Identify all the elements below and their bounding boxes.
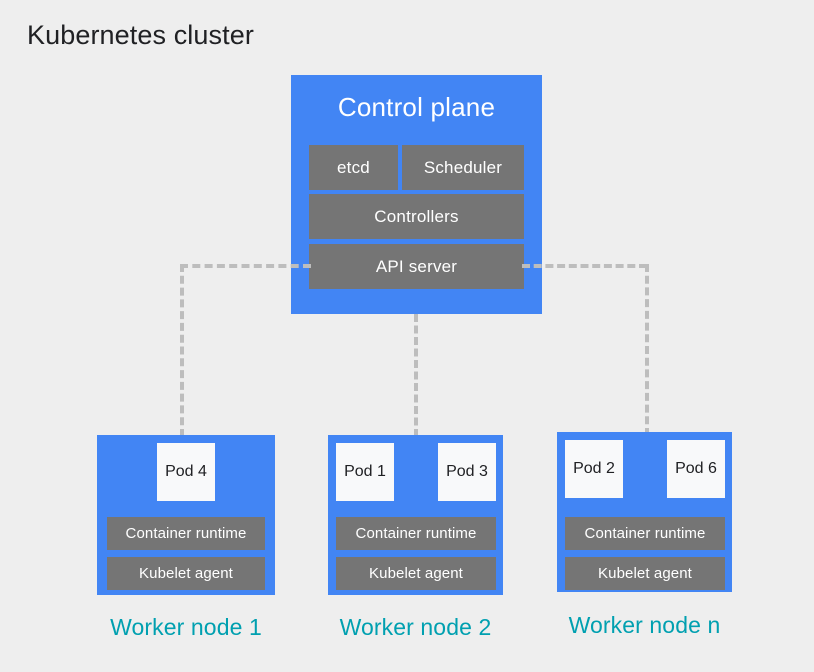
- worker-node-2-pod-1[interactable]: Pod 1: [336, 443, 394, 501]
- connector-control-plane-to-worker-node-1-horizontal: [180, 264, 311, 268]
- worker-node-2-pod-3[interactable]: Pod 3: [438, 443, 496, 501]
- worker-node-1-box[interactable]: Pod 4 Container runtime Kubelet agent: [97, 435, 275, 595]
- worker-node-1-pod-4[interactable]: Pod 4: [157, 443, 215, 501]
- worker-node-1-kubelet-agent[interactable]: Kubelet agent: [107, 557, 265, 590]
- worker-node-n-kubelet-agent[interactable]: Kubelet agent: [565, 557, 725, 590]
- worker-node-2-container-runtime[interactable]: Container runtime: [336, 517, 496, 550]
- worker-node-2-caption: Worker node 2: [339, 614, 492, 640]
- connector-control-plane-to-worker-node-n-vertical: [645, 264, 649, 436]
- control-plane-component-api-server[interactable]: API server: [309, 244, 524, 289]
- control-plane-component-scheduler[interactable]: Scheduler: [402, 145, 524, 190]
- control-plane-component-controllers[interactable]: Controllers: [309, 194, 524, 239]
- control-plane-title: Control plane: [337, 92, 496, 122]
- worker-node-n-container-runtime[interactable]: Container runtime: [565, 517, 725, 550]
- worker-node-n-box[interactable]: Pod 2 Pod 6 Container runtime Kubelet ag…: [557, 432, 732, 592]
- worker-node-n-pod-6[interactable]: Pod 6: [667, 440, 725, 498]
- connector-control-plane-to-worker-node-2-vertical: [414, 314, 418, 437]
- control-plane-box[interactable]: Control plane etcd Scheduler Controllers…: [291, 75, 542, 314]
- connector-control-plane-to-worker-node-1-vertical: [180, 264, 184, 437]
- control-plane-component-etcd[interactable]: etcd: [309, 145, 398, 190]
- worker-node-1-container-runtime[interactable]: Container runtime: [107, 517, 265, 550]
- worker-node-n-caption: Worker node n: [568, 612, 721, 638]
- worker-node-n-pod-2[interactable]: Pod 2: [565, 440, 623, 498]
- worker-node-1-caption: Worker node 1: [110, 614, 262, 640]
- worker-node-2-kubelet-agent[interactable]: Kubelet agent: [336, 557, 496, 590]
- connector-control-plane-to-worker-node-n-horizontal: [522, 264, 647, 268]
- page-title: Kubernetes cluster: [27, 20, 254, 50]
- worker-node-2-box[interactable]: Pod 1 Pod 3 Container runtime Kubelet ag…: [328, 435, 503, 595]
